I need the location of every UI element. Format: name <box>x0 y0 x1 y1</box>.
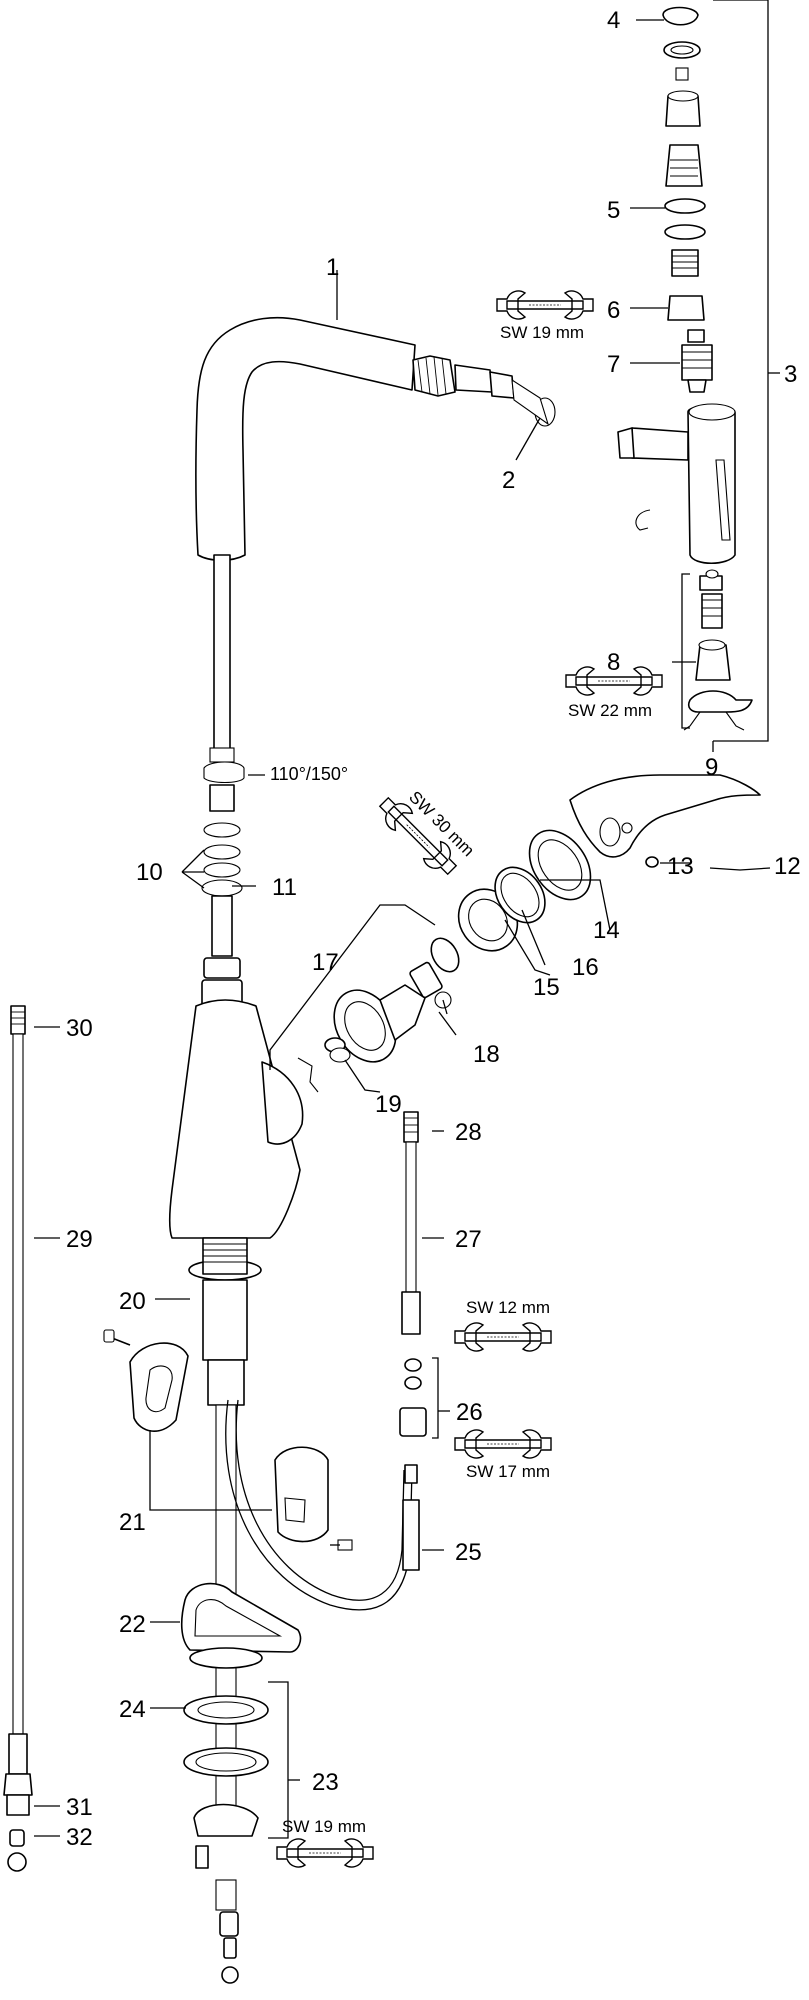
callout-2: 2 <box>502 467 515 494</box>
callout-13: 13 <box>667 853 694 880</box>
callout-3: 3 <box>784 361 797 388</box>
callout-26: 26 <box>456 1399 483 1426</box>
wrench-size-sw19-top: SW 19 mm <box>500 323 584 342</box>
wrench-icon <box>454 1322 552 1352</box>
angle-label: 110°/150° <box>270 764 348 784</box>
callout-8: 8 <box>607 649 620 676</box>
wrench-size-sw19-bottom: SW 19 mm <box>282 1817 366 1836</box>
callout-20: 20 <box>119 1288 146 1315</box>
leader-lines <box>34 19 780 1837</box>
spout-part <box>195 316 556 763</box>
faucet-body-part <box>168 999 304 1816</box>
wrench-icon <box>454 1429 552 1459</box>
callout-30: 30 <box>66 1015 93 1042</box>
callout-7: 7 <box>607 351 620 378</box>
callout-23: 23 <box>312 1769 339 1796</box>
callout-9: 9 <box>705 754 718 781</box>
callout-15: 15 <box>533 974 560 1001</box>
callout-14: 14 <box>593 917 620 944</box>
callout-28: 28 <box>455 1119 482 1146</box>
mounting-parts <box>180 1582 302 1984</box>
callout-31: 31 <box>66 1794 93 1821</box>
lever-handle-part <box>569 774 761 868</box>
wrench-size-sw17: SW 17 mm <box>466 1462 550 1481</box>
supply-hose-right <box>399 1111 439 1439</box>
callout-17: 17 <box>312 949 339 976</box>
supply-hose-left <box>3 1005 33 1872</box>
callout-22: 22 <box>119 1611 146 1638</box>
callout-29: 29 <box>66 1226 93 1253</box>
callout-11: 11 <box>272 874 297 901</box>
cartridge-part <box>269 829 592 1093</box>
callout-10: 10 <box>136 859 163 886</box>
wrench-icon <box>496 290 594 320</box>
callout-16: 16 <box>572 954 599 981</box>
callout-12: 12 <box>774 853 801 880</box>
pullout-hose-part <box>225 1399 420 1611</box>
wrench-size-sw22: SW 22 mm <box>568 701 652 720</box>
callout-32: 32 <box>66 1824 93 1851</box>
callout-18: 18 <box>473 1041 500 1068</box>
callout-4: 4 <box>607 7 620 34</box>
callout-27: 27 <box>455 1226 482 1253</box>
wrench-size-sw12: SW 12 mm <box>466 1298 550 1317</box>
wrench-icon <box>276 1838 374 1868</box>
clamp-parts <box>103 1329 353 1551</box>
spray-head-assembly <box>617 0 769 742</box>
callout-24: 24 <box>119 1696 146 1723</box>
callout-6: 6 <box>607 297 620 324</box>
callout-25: 25 <box>455 1539 482 1566</box>
callout-5: 5 <box>607 197 620 224</box>
callout-21: 21 <box>119 1509 146 1536</box>
callout-19: 19 <box>375 1091 402 1118</box>
callout-1: 1 <box>326 254 339 281</box>
